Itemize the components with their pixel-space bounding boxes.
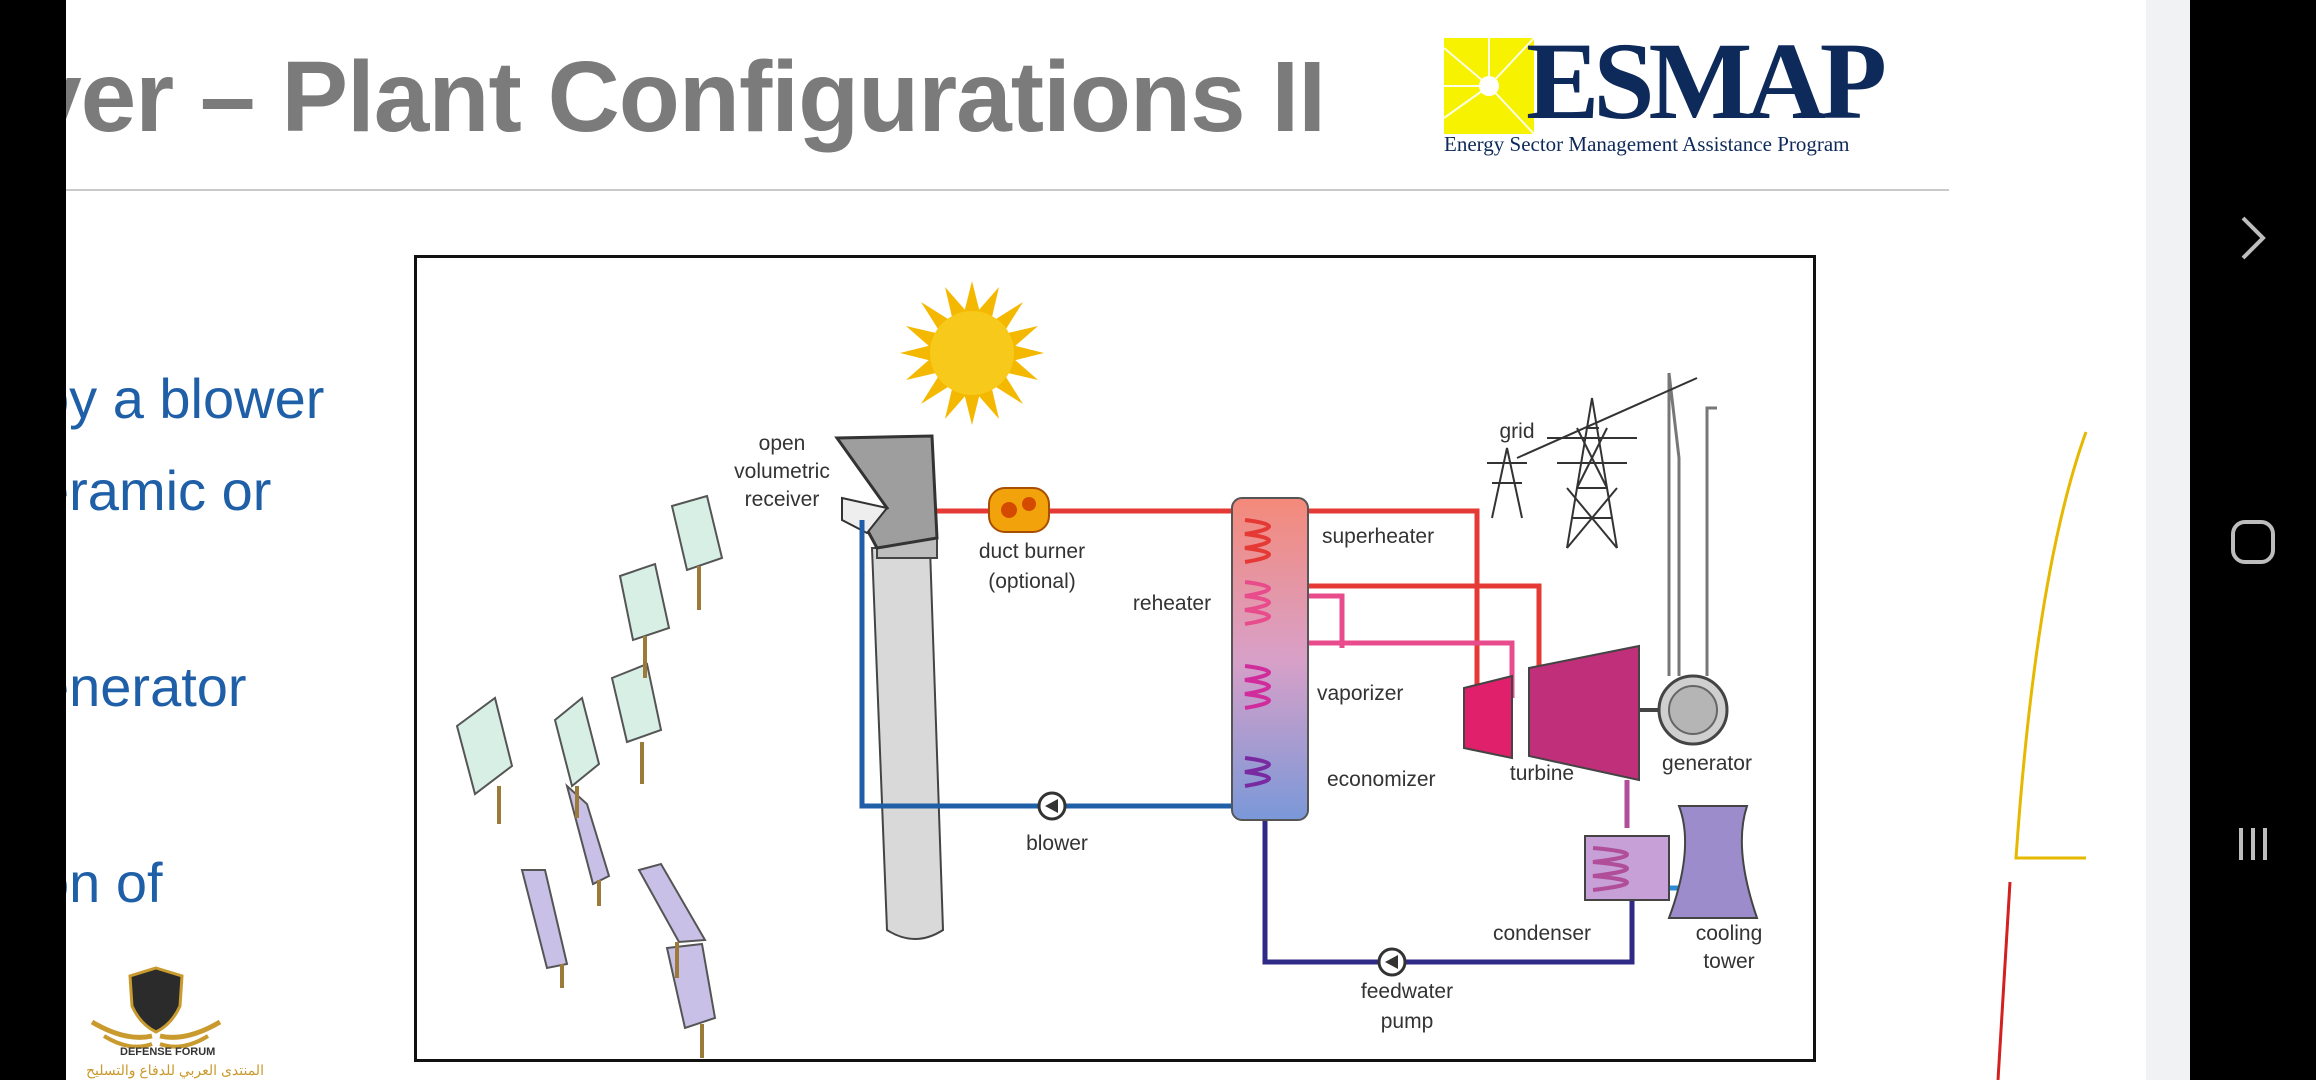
label-duct-burner-1: duct burner [979,540,1085,563]
feedwater-pump-icon [1377,947,1407,977]
label-receiver-3: receiver [745,488,820,511]
label-superheater: superheater [1322,525,1434,548]
label-turbine: turbine [1510,762,1574,785]
grid-pylons [1487,377,1698,549]
label-grid: grid [1499,420,1534,443]
heat-exchanger [1231,497,1309,821]
plant-diagram: open volumetric receiver duct burner (op… [414,255,1816,1062]
next-button[interactable] [2190,178,2316,298]
label-condenser: condenser [1493,922,1591,945]
blower-icon [1037,791,1067,821]
label-feedwater-pump-1: feedwater [1361,980,1453,1003]
label-duct-burner-2: (optional) [988,570,1076,593]
bullet-text-4: on of [66,851,163,914]
bullet-text-1: by a blower [66,367,325,430]
watermark-text-arabic: المنتدى العربي للدفاع والتسليح [86,1062,264,1078]
recent-apps-button[interactable] [2190,784,2316,904]
title-divider [66,189,1949,191]
slide-gutter [2146,0,2190,1080]
logo-wordmark: ESMAP [1526,20,1887,142]
recent-apps-icon [2239,828,2267,860]
label-cooling-tower-1: cooling [1696,922,1763,945]
cooling-tower [1667,805,1759,919]
label-generator: generator [1662,752,1752,775]
left-screen-edge [0,0,66,1080]
sun-icon [900,281,1044,425]
receiver-tower [834,434,945,940]
label-reheater: reheater [1133,592,1211,615]
duct-burner [988,487,1050,533]
turbine [1463,644,1640,782]
partial-curve-graphic [1996,431,2088,1080]
bullet-text-3: enerator [66,655,247,718]
chevron-right-icon [2241,216,2266,260]
label-cooling-tower-2: tower [1703,950,1754,973]
home-button[interactable] [2190,482,2316,602]
home-icon [2231,520,2275,564]
label-receiver-1: open [759,432,806,455]
esmap-logo: ESMAP Energy Sector Management Assistanc… [1444,26,1924,162]
generator [1639,372,1729,746]
label-feedwater-pump-2: pump [1381,1010,1434,1033]
eagle-shield-icon [90,966,222,1049]
label-economizer: economizer [1327,768,1436,791]
condenser [1584,835,1670,901]
label-blower: blower [1026,832,1088,855]
logo-sun-icon [1444,38,1534,134]
watermark-text-english: DEFENSE FORUM [120,1046,216,1058]
label-vaporizer: vaporizer [1317,682,1403,705]
label-receiver-2: volumetric [734,460,830,483]
logo-subtitle: Energy Sector Management Assistance Prog… [1444,132,1850,156]
system-navigation-bar [2190,0,2316,1080]
slide-title: ver – Plant Configurations II [66,41,1326,153]
presentation-slide: ver – Plant Configurations II ESMAP Ener… [66,0,2146,1080]
heliostat-field [455,494,724,1058]
bullet-text-2: eramic or [66,459,272,522]
forum-watermark-logo: DEFENSE FORUM المنتدى العربي للدفاع والت… [86,962,264,1080]
